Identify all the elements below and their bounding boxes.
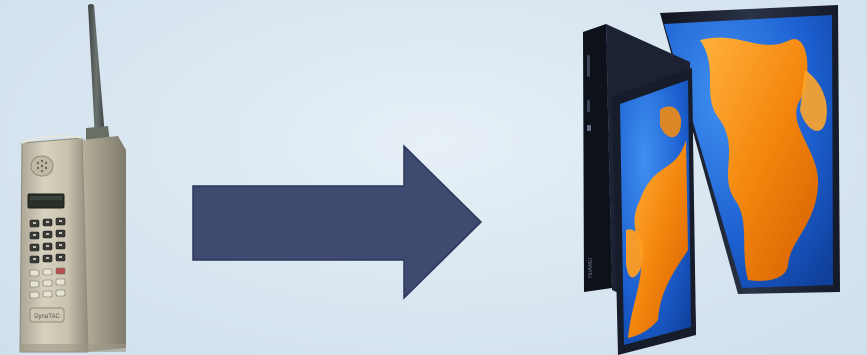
function-keys xyxy=(30,268,65,298)
antenna xyxy=(88,4,105,138)
new-phone-brand: HUAWEI xyxy=(588,258,594,278)
speaker-grille xyxy=(31,156,53,176)
arrow-right-icon xyxy=(193,146,481,298)
phone-side xyxy=(82,136,126,352)
foldable-smartphone-icon: HUAWEI xyxy=(583,5,840,355)
brick-cellphone-icon: DynaTAC xyxy=(20,4,126,352)
old-phone-brand: DynaTAC xyxy=(34,314,60,320)
